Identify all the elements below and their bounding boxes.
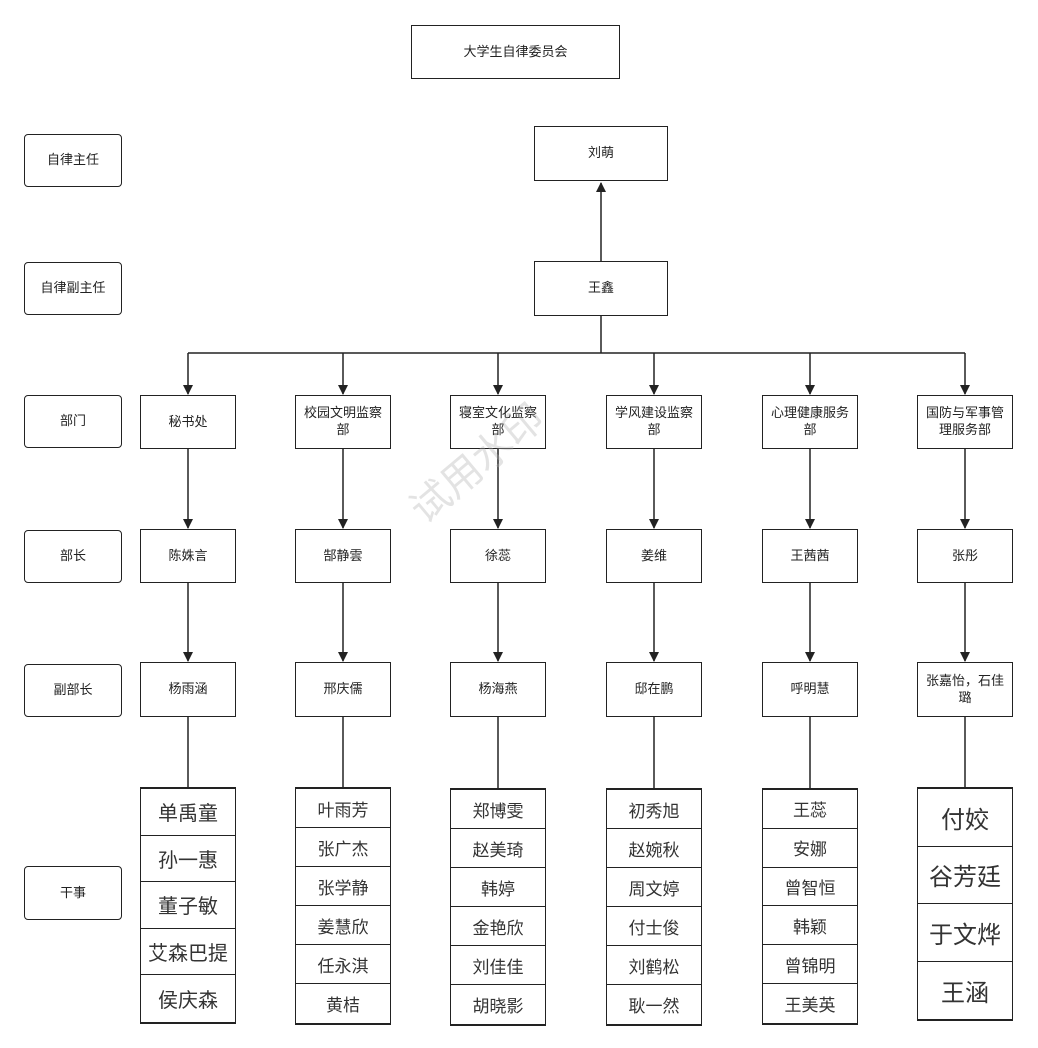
department-node: 校园文明监察部	[295, 395, 391, 449]
minister-node: 郜静雲	[295, 529, 391, 583]
staff-list: 郑博雯赵美琦韩婷金艳欣刘佳佳胡晓影	[450, 788, 546, 1026]
minister-node: 陈姝言	[140, 529, 236, 583]
staff-member: 赵婉秋	[607, 829, 701, 868]
level-label-minister: 部长	[24, 530, 122, 583]
department-node: 学风建设监察部	[606, 395, 702, 449]
staff-member: 张学静	[296, 867, 390, 906]
level-label-deputy-minister: 副部长	[24, 664, 122, 717]
staff-list: 单禹童孙一惠董子敏艾森巴提侯庆森	[140, 787, 236, 1024]
staff-member: 刘鹤松	[607, 946, 701, 985]
department-node: 心理健康服务部	[762, 395, 858, 449]
minister-node: 张彤	[917, 529, 1013, 583]
deputy-minister-node: 邸在鹏	[606, 662, 702, 717]
staff-member: 刘佳佳	[451, 946, 545, 985]
department-node: 秘书处	[140, 395, 236, 449]
minister-node: 姜维	[606, 529, 702, 583]
staff-member: 姜慧欣	[296, 906, 390, 945]
deputy-director-node: 王鑫	[534, 261, 668, 316]
staff-member: 安娜	[763, 829, 857, 868]
staff-member: 王蕊	[763, 790, 857, 829]
staff-member: 艾森巴提	[141, 929, 235, 975]
staff-member: 赵美琦	[451, 829, 545, 868]
staff-member: 董子敏	[141, 882, 235, 929]
level-label-department: 部门	[24, 395, 122, 448]
staff-member: 侯庆森	[158, 987, 218, 1012]
level-label-deputy-director: 自律副主任	[24, 262, 122, 315]
staff-member: 付姣	[918, 789, 1012, 847]
staff-member: 初秀旭	[607, 790, 701, 829]
department-node: 国防与军事管理服务部	[917, 395, 1013, 449]
level-label-director: 自律主任	[24, 134, 122, 187]
staff-member: 王涵	[941, 978, 989, 1007]
staff-member: 韩婷	[451, 868, 545, 907]
staff-member: 周文婷	[607, 868, 701, 907]
deputy-minister-node: 呼明慧	[762, 662, 858, 717]
staff-member: 付士俊	[607, 907, 701, 946]
department-node: 寝室文化监察部	[450, 395, 546, 449]
staff-member: 单禹童	[141, 789, 235, 836]
level-label-staff: 干事	[24, 866, 122, 920]
staff-list: 初秀旭赵婉秋周文婷付士俊刘鹤松耿一然	[606, 788, 702, 1026]
staff-member: 张广杰	[296, 828, 390, 867]
staff-member: 谷芳廷	[918, 847, 1012, 904]
minister-node: 徐蕊	[450, 529, 546, 583]
staff-member: 郑博雯	[451, 790, 545, 829]
staff-member: 王美英	[784, 995, 836, 1016]
staff-member: 黄桔	[326, 996, 360, 1016]
director-node: 刘萌	[534, 126, 668, 181]
staff-list: 叶雨芳张广杰张学静姜慧欣任永淇黄桔	[295, 787, 391, 1025]
staff-member: 叶雨芳	[296, 789, 390, 828]
staff-member: 金艳欣	[451, 907, 545, 946]
staff-member: 韩颖	[763, 906, 857, 946]
staff-member: 耿一然	[628, 997, 680, 1017]
staff-member: 曾智恒	[763, 868, 857, 907]
deputy-minister-node: 杨雨涵	[140, 662, 236, 717]
staff-member: 于文烨	[918, 904, 1012, 962]
staff-member: 胡晓影	[472, 997, 524, 1017]
deputy-minister-node: 杨海燕	[450, 662, 546, 717]
deputy-minister-node: 张嘉怡，石佳璐	[917, 662, 1013, 717]
committee-title: 大学生自律委员会	[411, 25, 620, 79]
minister-node: 王茜茜	[762, 529, 858, 583]
staff-member: 任永淇	[296, 945, 390, 984]
deputy-minister-node: 邢庆儒	[295, 662, 391, 717]
staff-member: 孙一惠	[141, 836, 235, 882]
staff-member: 曾锦明	[763, 945, 857, 984]
staff-list: 王蕊安娜曾智恒韩颖曾锦明王美英	[762, 788, 858, 1025]
staff-list: 付姣谷芳廷于文烨王涵	[917, 787, 1013, 1021]
